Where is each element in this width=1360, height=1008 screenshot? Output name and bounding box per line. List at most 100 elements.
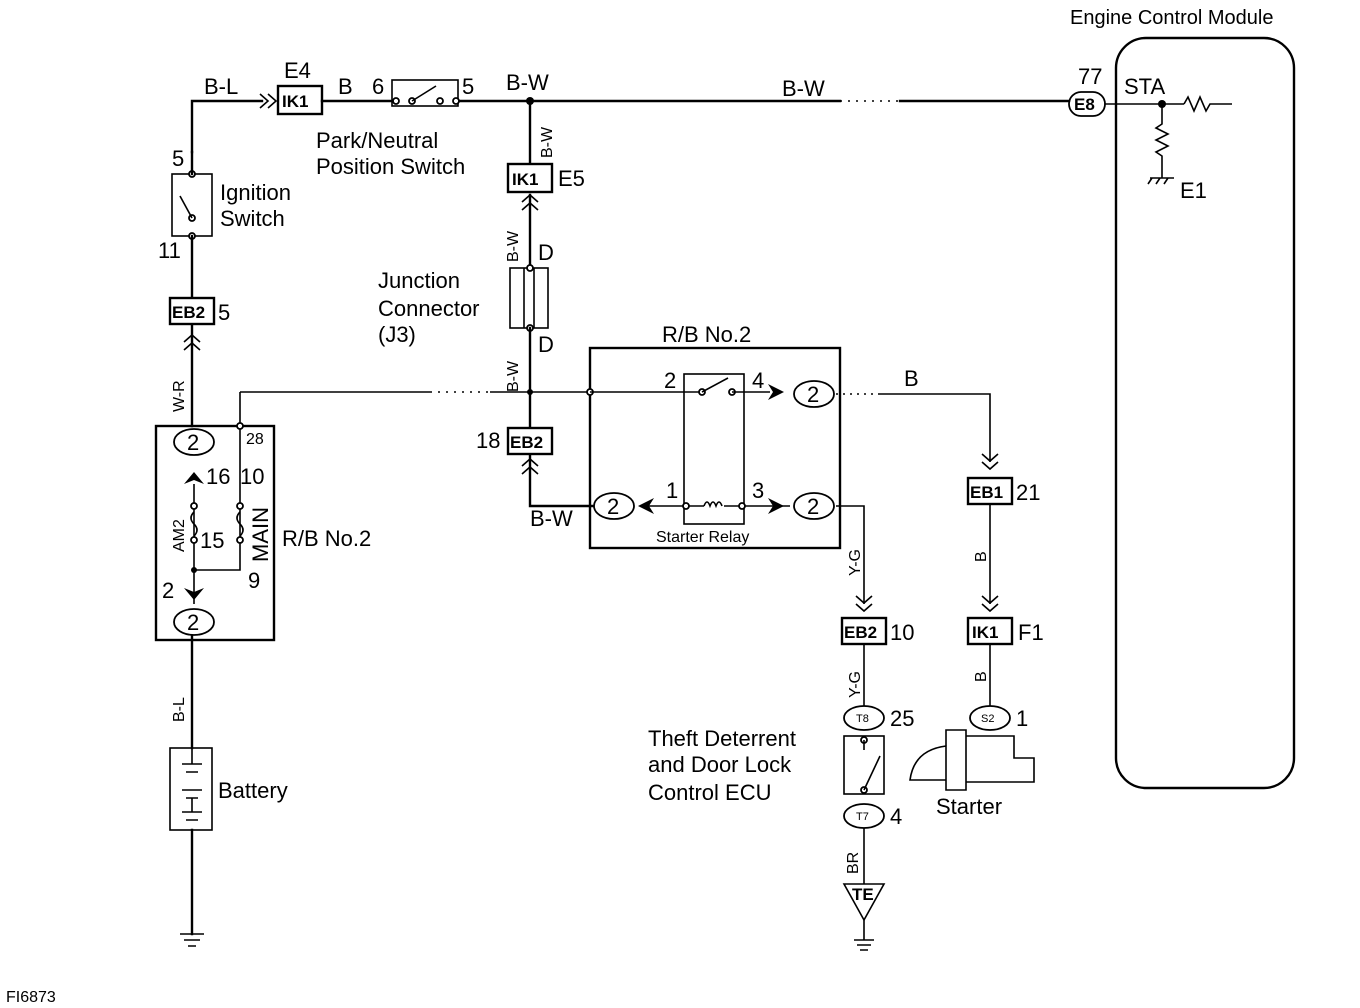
relay-connector-in-label: 2 xyxy=(607,494,619,519)
connector-t8-pin-25: 25 xyxy=(890,706,914,731)
connector-t8-label: T8 xyxy=(856,713,869,725)
relay-connector-out-label: 2 xyxy=(807,382,819,407)
ecm-outline xyxy=(1114,36,1296,790)
relay-switch-blade xyxy=(701,377,729,393)
ground-te-wire xyxy=(854,920,874,951)
wire-label-br: BR xyxy=(845,852,862,874)
ecm-resistor-h xyxy=(1183,94,1232,114)
rb2-pin-16: 16 xyxy=(206,464,230,489)
ign-pin-11: 11 xyxy=(158,238,181,263)
j3-pin-d-top: D xyxy=(538,240,554,265)
connector-ik1-e4-label: IK1 xyxy=(282,92,308,111)
jc-name-line-2: Connector xyxy=(378,296,480,321)
relay-pin-2: 2 xyxy=(664,368,676,393)
connector-eb2-5-label: EB2 xyxy=(172,303,205,322)
yg-wire-1 xyxy=(836,505,865,604)
rb2-left-top-connector-label: 2 xyxy=(187,430,199,455)
rb2-right-outline xyxy=(588,346,842,550)
pnp-switch-contact-c xyxy=(436,97,444,105)
relay-pin-3: 3 xyxy=(752,478,764,503)
main-contact-top xyxy=(236,502,244,510)
ign-name-line-2: Switch xyxy=(220,206,285,231)
battery-ground xyxy=(180,933,204,947)
eb1-arrow xyxy=(981,453,999,471)
wire-label-bw-jc-top: B-W xyxy=(505,230,522,262)
wire-label-bw-vert: B-W xyxy=(539,126,556,158)
ecm-pin-77: 77 xyxy=(1078,64,1102,89)
connector-ik1-f1-label: IK1 xyxy=(972,623,998,642)
ik1-f1-arrow xyxy=(981,595,999,613)
theft-deterrent-circuit: Y-G EB2 10 Y-G T8 25 Theft Deterrent and… xyxy=(648,505,914,951)
relay-pin-1: 1 xyxy=(666,478,678,503)
connector-eb2-5 xyxy=(168,296,216,326)
relay-connector-coil-label: 2 xyxy=(807,494,819,519)
am2-contact-top xyxy=(190,502,198,510)
wire-label-wr: W-R xyxy=(171,380,188,412)
wire-label-bw-1: B-W xyxy=(506,70,549,95)
wire-label-bl-top: B-L xyxy=(204,74,238,99)
jc-name-line-3: (J3) xyxy=(378,322,416,347)
wire-label-bl-bat: B-L xyxy=(171,697,188,722)
theft-ecu-switch-box xyxy=(843,735,885,795)
rb2-right-label: R/B No.2 xyxy=(662,322,751,347)
relay-pin-4: 4 xyxy=(752,368,764,393)
b-wire-relay xyxy=(880,393,991,462)
ground-te-symbol xyxy=(842,883,886,922)
figure-id: FI6873 xyxy=(6,989,56,1006)
ign-name-line-1: Ignition xyxy=(220,180,291,205)
park-neutral-circuit: B-L IK1 E4 B 6 5 Park/Neutral Position S… xyxy=(190,58,474,179)
connector-eb2-18-label: EB2 xyxy=(510,433,543,452)
ecm-resistor-v xyxy=(1154,104,1170,178)
rb2-left-arrow-16 xyxy=(184,472,204,484)
pnp-pin-5: 5 xyxy=(462,74,474,99)
theft-ecu-name-1: Theft Deterrent xyxy=(648,726,796,751)
pnp-name-line-1: Park/Neutral xyxy=(316,128,438,153)
connector-ik1-e5-label: IK1 xyxy=(512,170,538,189)
pnp-pin-6: 6 xyxy=(372,74,384,99)
rb2-pin-28: 28 xyxy=(246,431,264,448)
connector-ik1-e4 xyxy=(276,84,324,116)
relay-connector-coil xyxy=(793,492,835,520)
connector-t8 xyxy=(843,705,885,731)
theft-ecu-blade xyxy=(863,740,881,791)
wire-label-b-v1: B xyxy=(973,551,990,562)
ign-switch-box xyxy=(171,173,213,237)
top-bw-wire: B-W B-W xyxy=(456,70,1071,105)
relay-coil xyxy=(703,501,723,509)
relay-coil-dot-2 xyxy=(738,502,746,510)
wire-label-bw-bottom: B-W xyxy=(530,506,573,531)
theft-ecu-name-3: Control ECU xyxy=(648,780,771,805)
pnp-switch-box xyxy=(391,79,459,107)
fuse-am2-label: AM2 xyxy=(171,519,188,552)
main-contact-28 xyxy=(236,422,244,430)
wire-label-yg-1: Y-G xyxy=(847,549,864,576)
ground-te-label: TE xyxy=(852,885,874,904)
ecm-e1-label: E1 xyxy=(1180,178,1207,203)
wire-label-bw-2: B-W xyxy=(782,76,825,101)
wire-label-b-top: B xyxy=(338,74,353,99)
relay-block-left: R/B No.2 2 16 10 28 AM2 15 MAIN 9 2 2 xyxy=(154,392,371,642)
connector-eb2-10-label: EB2 xyxy=(844,623,877,642)
battery-label: Battery xyxy=(218,778,288,803)
rb2-left-bottom-connector-label: 2 xyxy=(187,610,199,635)
rb2-left-top-connector xyxy=(173,428,215,456)
ecm-connector-e8 xyxy=(1068,91,1106,117)
bw-vertical-circuit: B-W IK1 E5 B-W D D Junction Connector (J… xyxy=(378,99,598,531)
relay-coil-dot-1 xyxy=(682,502,690,510)
connector-eb2-pin-5: 5 xyxy=(218,300,230,325)
j3-dot-top xyxy=(526,264,534,272)
relay-out-arrow xyxy=(768,384,784,400)
starter-relay-label: Starter Relay xyxy=(656,529,749,546)
relay-coil-arrow-out xyxy=(768,498,784,514)
connector-s2 xyxy=(969,705,1011,731)
wire-label-b-relay: B xyxy=(904,366,919,391)
rb2-pin-9: 9 xyxy=(248,568,260,593)
connector-eb2-pin-18: 18 xyxy=(476,428,500,453)
theft-ecu-name-2: and Door Lock xyxy=(648,752,792,777)
fuse-main-label: MAIN xyxy=(248,507,273,562)
bw-bottom-wire xyxy=(528,454,598,508)
ignition-switch: 5 11 Ignition Switch EB2 5 W-R xyxy=(158,146,291,428)
ign-blade xyxy=(179,195,193,219)
am2-contact-bottom xyxy=(190,536,198,544)
